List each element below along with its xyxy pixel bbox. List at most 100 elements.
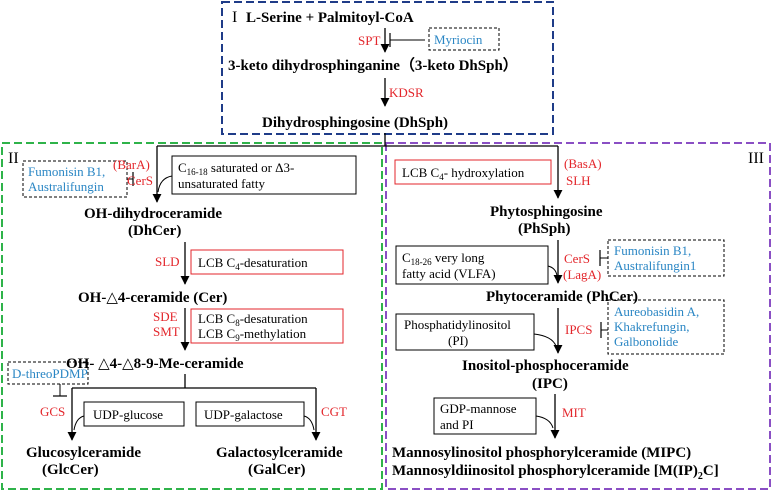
dhsph-label: Dihydrosphingosine (DhSph): [262, 115, 448, 131]
mip2c-label: Mannosyldiinositol phosphorylceramide [M…: [392, 463, 719, 482]
vlfa-box: [395, 245, 549, 285]
region-III-frame: [385, 142, 771, 490]
fatty-rest: saturated or Δ3-: [208, 160, 295, 175]
ipcs-enzyme: IPCS: [565, 322, 592, 337]
laga-enzyme: (LagA): [563, 267, 601, 282]
substrates-label: L-Serine + Palmitoyl-CoA: [246, 10, 414, 26]
region-II-label: II: [8, 150, 19, 167]
left-inhibitor-1: Fumonisin B1,: [28, 164, 105, 179]
region-I-label: I: [232, 9, 237, 26]
pi-join: [533, 333, 557, 347]
phsph-label-2: (PhSph): [518, 221, 571, 237]
hydroxylation-label: LCB C4- hydroxylation: [402, 165, 525, 182]
fatty-acid-line1: C16-18 saturated or Δ3-: [178, 160, 294, 177]
sde-enzyme: SDE: [153, 309, 178, 324]
right-inhibitor-1: Fumonisin B1,: [614, 243, 691, 258]
udp-galactose-box: [195, 401, 305, 427]
c8c9-box: [190, 308, 344, 344]
mip2c-sub: 2: [698, 471, 703, 482]
kdsr-enzyme: KDSR: [389, 85, 424, 100]
gdp-line1: GDP-mannose: [440, 401, 517, 416]
myriocin-inhibitor: Myriocin: [434, 32, 483, 47]
c9-sub: 9: [235, 333, 240, 343]
aur-inhibitor-1: Aureobasidin A,: [614, 304, 699, 319]
c8-a: LCB C: [198, 311, 235, 326]
gdp-line2: and PI: [440, 417, 474, 432]
desat-a: LCB C: [198, 255, 235, 270]
vlfa-join: [547, 265, 558, 277]
udp-glucose-label: UDP-glucose: [93, 407, 163, 422]
mecer-label: OH- △4-△8-9-Me-ceramide: [66, 356, 244, 372]
fatty-sub: 16-18: [187, 167, 208, 177]
galcer-label-1: Galactosylceramide: [216, 445, 343, 461]
fatty-acid-box: [171, 155, 357, 195]
desat-sub: 4: [235, 262, 240, 272]
mip2c-a: Mannosyldiinositol phosphorylceramide [M…: [392, 463, 698, 479]
ipc-label-1: Inositol-phosphoceramide: [462, 358, 629, 374]
udp-gal-join: [303, 415, 315, 431]
c8-b: -desaturation: [240, 311, 308, 326]
pdmp-box: [7, 361, 89, 385]
right-inhibitor-2: Australifungin1: [614, 258, 696, 273]
gdp-join: [535, 415, 554, 429]
cers-right-enzyme: CerS: [564, 251, 590, 266]
glccer-label-2: (GlcCer): [42, 462, 99, 478]
hydrox-sub: 4: [439, 172, 444, 182]
mip2c-b: C]: [703, 463, 719, 479]
glccer-label-1: Glucosylceramide: [26, 445, 141, 461]
galcer-label-2: (GalCer): [248, 462, 305, 478]
fatty-acid-line2: unsaturated fatty: [178, 176, 265, 191]
vlfa-rest: very long: [432, 250, 485, 265]
hydrox-a: LCB C: [402, 165, 439, 180]
region-II-frame: [1, 142, 383, 490]
c8-label: LCB C8-desaturation: [198, 311, 308, 328]
gcs-enzyme: GCS: [40, 404, 65, 419]
myriocin-box: [428, 27, 500, 51]
pi-box: [395, 313, 535, 351]
basa-enzyme: (BasA): [564, 156, 602, 171]
cer-label: OH-△4-ceramide (Cer): [78, 290, 227, 306]
phsph-label-1: Phytosphingosine: [490, 204, 603, 220]
keto-dhsph-label: 3-keto dihydrosphinganine（3-keto DhSph）: [228, 56, 518, 74]
slh-enzyme: SLH: [566, 173, 591, 188]
vlfa-c: C: [402, 250, 411, 265]
c8-sub: 8: [235, 318, 240, 328]
fatty-c: C: [178, 160, 187, 175]
region-I-frame: [221, 1, 554, 135]
aur-inhibitor-2: Khakrefungin,: [614, 319, 689, 334]
mit-enzyme: MIT: [562, 405, 586, 420]
desat-c4-label: LCB C4-desaturation: [198, 255, 308, 272]
hydroxylation-box: [394, 159, 552, 185]
ipc-label-2: (IPC): [532, 376, 568, 392]
fatty-join: [157, 175, 173, 193]
cgt-enzyme: CGT: [321, 404, 347, 419]
udp-glucose-box: [83, 401, 185, 427]
c9-b: -methylation: [240, 326, 307, 341]
c9-label: LCB C9-methylation: [198, 326, 307, 343]
pdmp-inhibitor: D-threoPDMP: [12, 366, 88, 381]
sld-enzyme: SLD: [155, 254, 180, 269]
aur-box: [607, 299, 725, 355]
smt-enzyme: SMT: [153, 324, 180, 339]
dhcer-label-2: (DhCer): [128, 223, 181, 239]
dhcer-label-1: OH-dihydroceramide: [84, 206, 222, 222]
pi-line2: (PI): [448, 333, 468, 348]
mipc-label: Mannosylinositol phosphorylceramide (MIP…: [392, 445, 691, 461]
cers-left-enzyme: CerS: [127, 173, 153, 188]
spt-enzyme: SPT: [358, 33, 380, 48]
hydrox-b: - hydroxylation: [444, 165, 525, 180]
right-inhibitor-box: [607, 239, 725, 277]
udp-galactose-label: UDP-galactose: [204, 407, 283, 422]
desat-b: -desaturation: [240, 255, 308, 270]
udp-glc-join: [73, 415, 85, 431]
vlfa-line2: fatty acid (VLFA): [402, 266, 496, 281]
c9-a: LCB C: [198, 326, 235, 341]
desat-c4-box: [190, 249, 344, 275]
region-III-label: III: [748, 150, 764, 167]
aur-inhibitor-3: Galbonolide: [614, 334, 678, 349]
left-inhibitor-2: Australifungin: [28, 179, 104, 194]
vlfa-sub: 18-26: [411, 257, 432, 267]
pi-line1: Phosphatidylinositol: [404, 317, 511, 332]
